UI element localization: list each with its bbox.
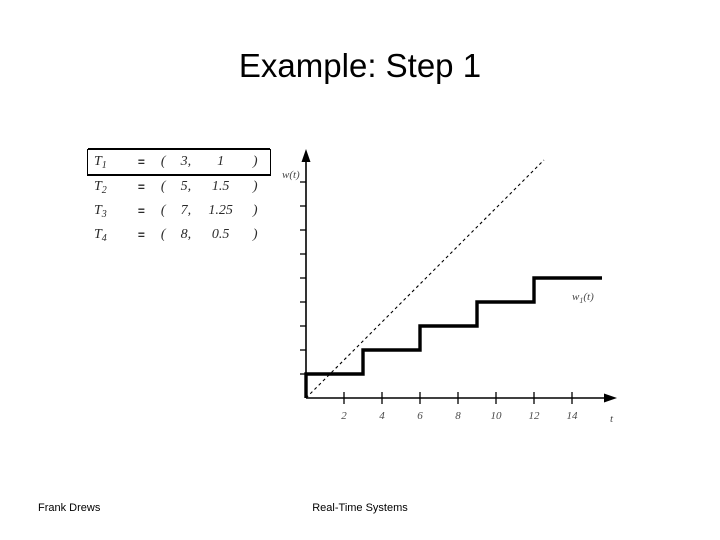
- paren-left: (: [160, 154, 166, 169]
- footer-author: Frank Drews: [38, 502, 101, 514]
- table-row[interactable]: T1 = ( 3, 1 ): [87, 149, 271, 176]
- x-axis-arrowhead: [604, 393, 617, 403]
- paren-left: (: [160, 227, 166, 242]
- y-axis: [301, 149, 311, 398]
- equals-sign: =: [137, 180, 145, 194]
- paren-right: ): [252, 203, 258, 218]
- table-row[interactable]: T3 = ( 7, 1.25 ): [88, 199, 270, 223]
- equals-sign: =: [137, 155, 145, 169]
- task-name-cell: T2: [94, 178, 107, 196]
- page-title: Example: Step 1: [238, 47, 482, 84]
- task-period: 8,: [180, 227, 192, 242]
- task-name-cell: T3: [94, 202, 107, 220]
- task-period: 5,: [180, 179, 192, 194]
- equals-sign: =: [137, 228, 145, 242]
- x-axis-ticks: [343, 392, 573, 404]
- paren-right: ): [252, 227, 258, 242]
- x-tick-label: 2: [341, 410, 347, 422]
- paren-left: (: [160, 203, 166, 218]
- task-parameter-table: T1 = ( 3, 1 ) T2 = ( 5, 1.5 ) T3 = ( 7, …: [87, 149, 271, 247]
- paren-right: ): [252, 154, 258, 169]
- reference-line-y-equals-t: [305, 159, 545, 399]
- task-name-cell: T4: [94, 226, 107, 244]
- y-axis-ticks: [300, 181, 306, 375]
- work-function-chart: 2 4 6 8 10 12 14 w(t) t w1(t): [276, 142, 626, 434]
- y-axis-arrowhead: [301, 149, 311, 162]
- paren-right: ): [252, 179, 258, 194]
- paren-left: (: [160, 179, 166, 194]
- task-execution-time: 1.25: [208, 203, 233, 218]
- task-execution-time: 0.5: [211, 227, 230, 242]
- table-row[interactable]: T2 = ( 5, 1.5 ): [88, 175, 270, 200]
- table-top-rule: [88, 148, 270, 149]
- task-name-cell: T1: [94, 153, 107, 171]
- step-function-w1: [304, 276, 602, 398]
- curve-label-w1: w1(t): [572, 291, 594, 305]
- chart-svg: 2 4 6 8 10 12 14 w(t) t w1(t): [282, 149, 617, 425]
- task-period: 3,: [180, 154, 192, 169]
- x-axis: [306, 393, 617, 403]
- x-tick-label: 14: [567, 410, 579, 422]
- x-tick-label: 12: [529, 410, 541, 422]
- x-tick-label: 8: [455, 410, 461, 422]
- x-tick-labels: 2 4 6 8 10 12 14: [341, 410, 578, 422]
- x-axis-label: t: [610, 413, 614, 425]
- table-row[interactable]: T4 = ( 8, 0.5 ): [88, 223, 270, 247]
- equals-sign: =: [137, 204, 145, 218]
- x-tick-label: 4: [379, 410, 385, 422]
- task-execution-time: 1: [217, 154, 225, 169]
- y-axis-label: w(t): [282, 169, 300, 181]
- task-period: 7,: [180, 203, 192, 218]
- task-execution-time: 1.5: [211, 179, 230, 194]
- footer-course: Real-Time Systems: [312, 502, 408, 514]
- x-tick-label: 10: [491, 410, 503, 422]
- x-tick-label: 6: [417, 410, 423, 422]
